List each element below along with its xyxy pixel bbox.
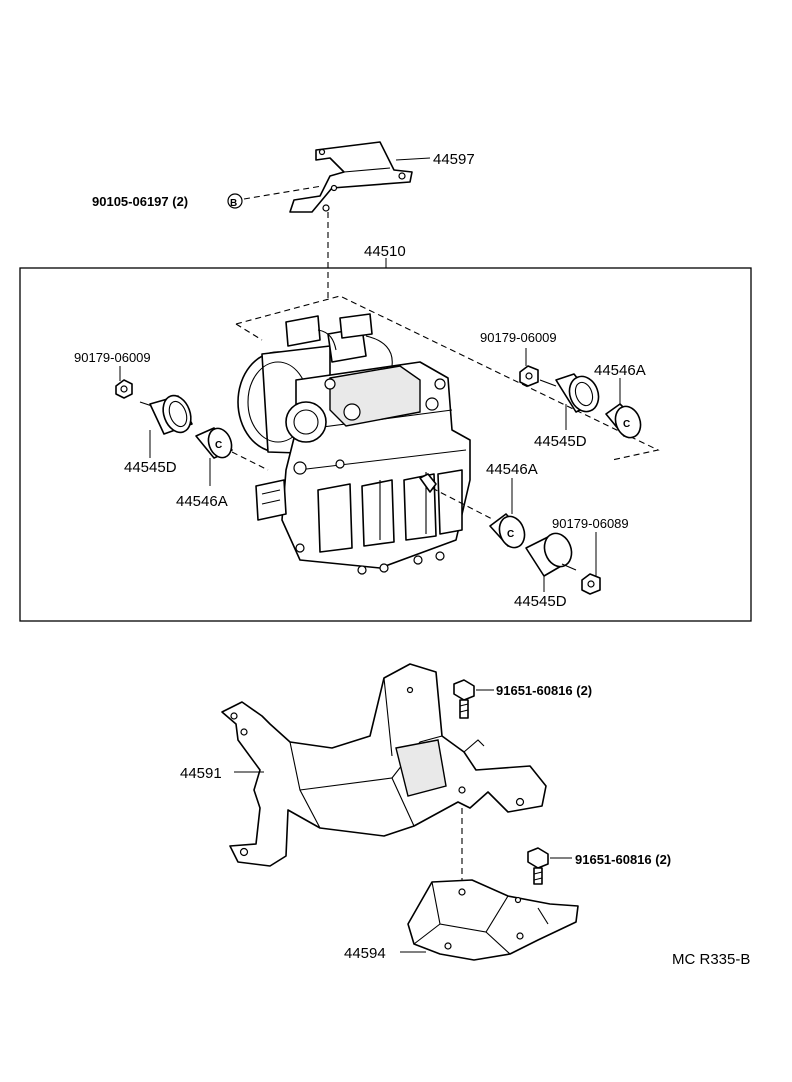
label-44545d-right-upper: 44545D [534, 433, 587, 450]
label-44594: 44594 [344, 945, 386, 962]
label-90179-06009-left: 90179-06009 [74, 350, 151, 365]
cushion-44546a-left: C [195, 427, 233, 459]
cushion-44546a-right-upper: C [605, 403, 642, 439]
label-44597: 44597 [433, 151, 475, 168]
bolt-marker-b: B [227, 193, 243, 209]
abs-actuator [237, 313, 471, 575]
label-44545d-left: 44545D [124, 459, 177, 476]
label-44510: 44510 [364, 243, 406, 260]
label-90105-06197: 90105-06197 (2) [92, 194, 188, 209]
bracket-44594 [407, 879, 579, 961]
svg-text:C: C [623, 419, 630, 430]
label-90179-06009-right: 90179-06009 [480, 330, 557, 345]
label-44546a-left: 44546A [176, 493, 228, 510]
label-90179-06089: 90179-06089 [552, 516, 629, 531]
cushion-44546a-right-lower: C [489, 513, 526, 549]
label-44546a-right-upper: 44546A [594, 362, 646, 379]
nut-right-upper [519, 365, 539, 387]
svg-text:C: C [215, 440, 222, 451]
label-91651-60816-mid: 91651-60816 (2) [496, 683, 592, 698]
mount-44545d-right-upper [539, 373, 600, 413]
nut-right-lower [581, 573, 601, 595]
nut-left [115, 379, 133, 399]
mount-44545d-left [139, 394, 193, 435]
mount-44545d-right-lower [525, 532, 577, 577]
bracket-44591 [221, 663, 547, 867]
svg-text:C: C [507, 529, 514, 540]
svg-text:B: B [230, 198, 237, 209]
ref-code: MC R335-B [672, 951, 750, 968]
label-44546a-right-lower: 44546A [486, 461, 538, 478]
bolt-low [527, 847, 549, 885]
label-44591: 44591 [180, 765, 222, 782]
bracket-44597 [289, 141, 413, 213]
label-44545d-right-lower: 44545D [514, 593, 567, 610]
label-91651-60816-low: 91651-60816 (2) [575, 852, 671, 867]
bolt-mid [453, 679, 475, 719]
